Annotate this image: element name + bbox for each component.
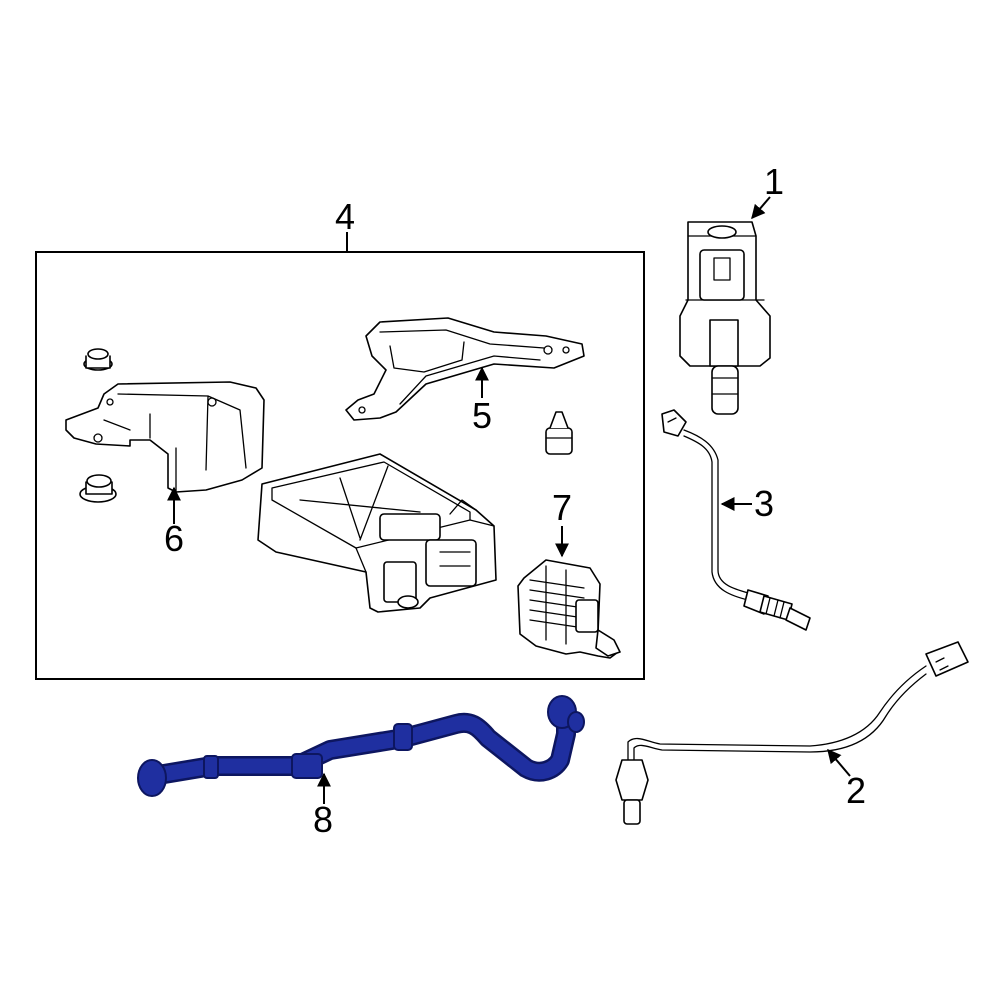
- upper-bracket-part-5[interactable]: [345, 317, 585, 421]
- assembly-frame: [35, 232, 645, 680]
- leader-1: [751, 196, 771, 220]
- charcoal-canister[interactable]: [257, 453, 497, 613]
- callout-3[interactable]: 3: [754, 483, 774, 524]
- callout-7[interactable]: 7: [552, 487, 572, 528]
- callout-1[interactable]: 1: [764, 161, 784, 202]
- callout-8[interactable]: 8: [313, 799, 333, 840]
- callout-4[interactable]: 4: [335, 196, 355, 237]
- purge-valve-part-7[interactable]: [517, 559, 621, 659]
- clip-grommet-upper[interactable]: [83, 348, 113, 371]
- hose-end-fitting: [137, 759, 167, 797]
- fuel-vapor-hose-part-8[interactable]: [137, 695, 585, 797]
- callout-5[interactable]: 5: [472, 395, 492, 436]
- vacuum-valve-part-1[interactable]: [679, 221, 771, 415]
- oxygen-sensor-part-2[interactable]: [615, 641, 969, 825]
- hose-end-fitting: [567, 711, 585, 733]
- hose-coupler: [393, 723, 413, 751]
- clip-grommet-lower[interactable]: [79, 474, 117, 503]
- canister-bracket-part-6[interactable]: [65, 381, 265, 493]
- bolt-stud[interactable]: [545, 411, 573, 455]
- callout-2[interactable]: 2: [846, 770, 866, 811]
- hose-coupler: [291, 753, 323, 779]
- oxygen-sensor-part-3[interactable]: [661, 409, 811, 631]
- leader-2: [827, 748, 851, 777]
- hose-coupler: [203, 755, 219, 779]
- callout-6[interactable]: 6: [164, 518, 184, 559]
